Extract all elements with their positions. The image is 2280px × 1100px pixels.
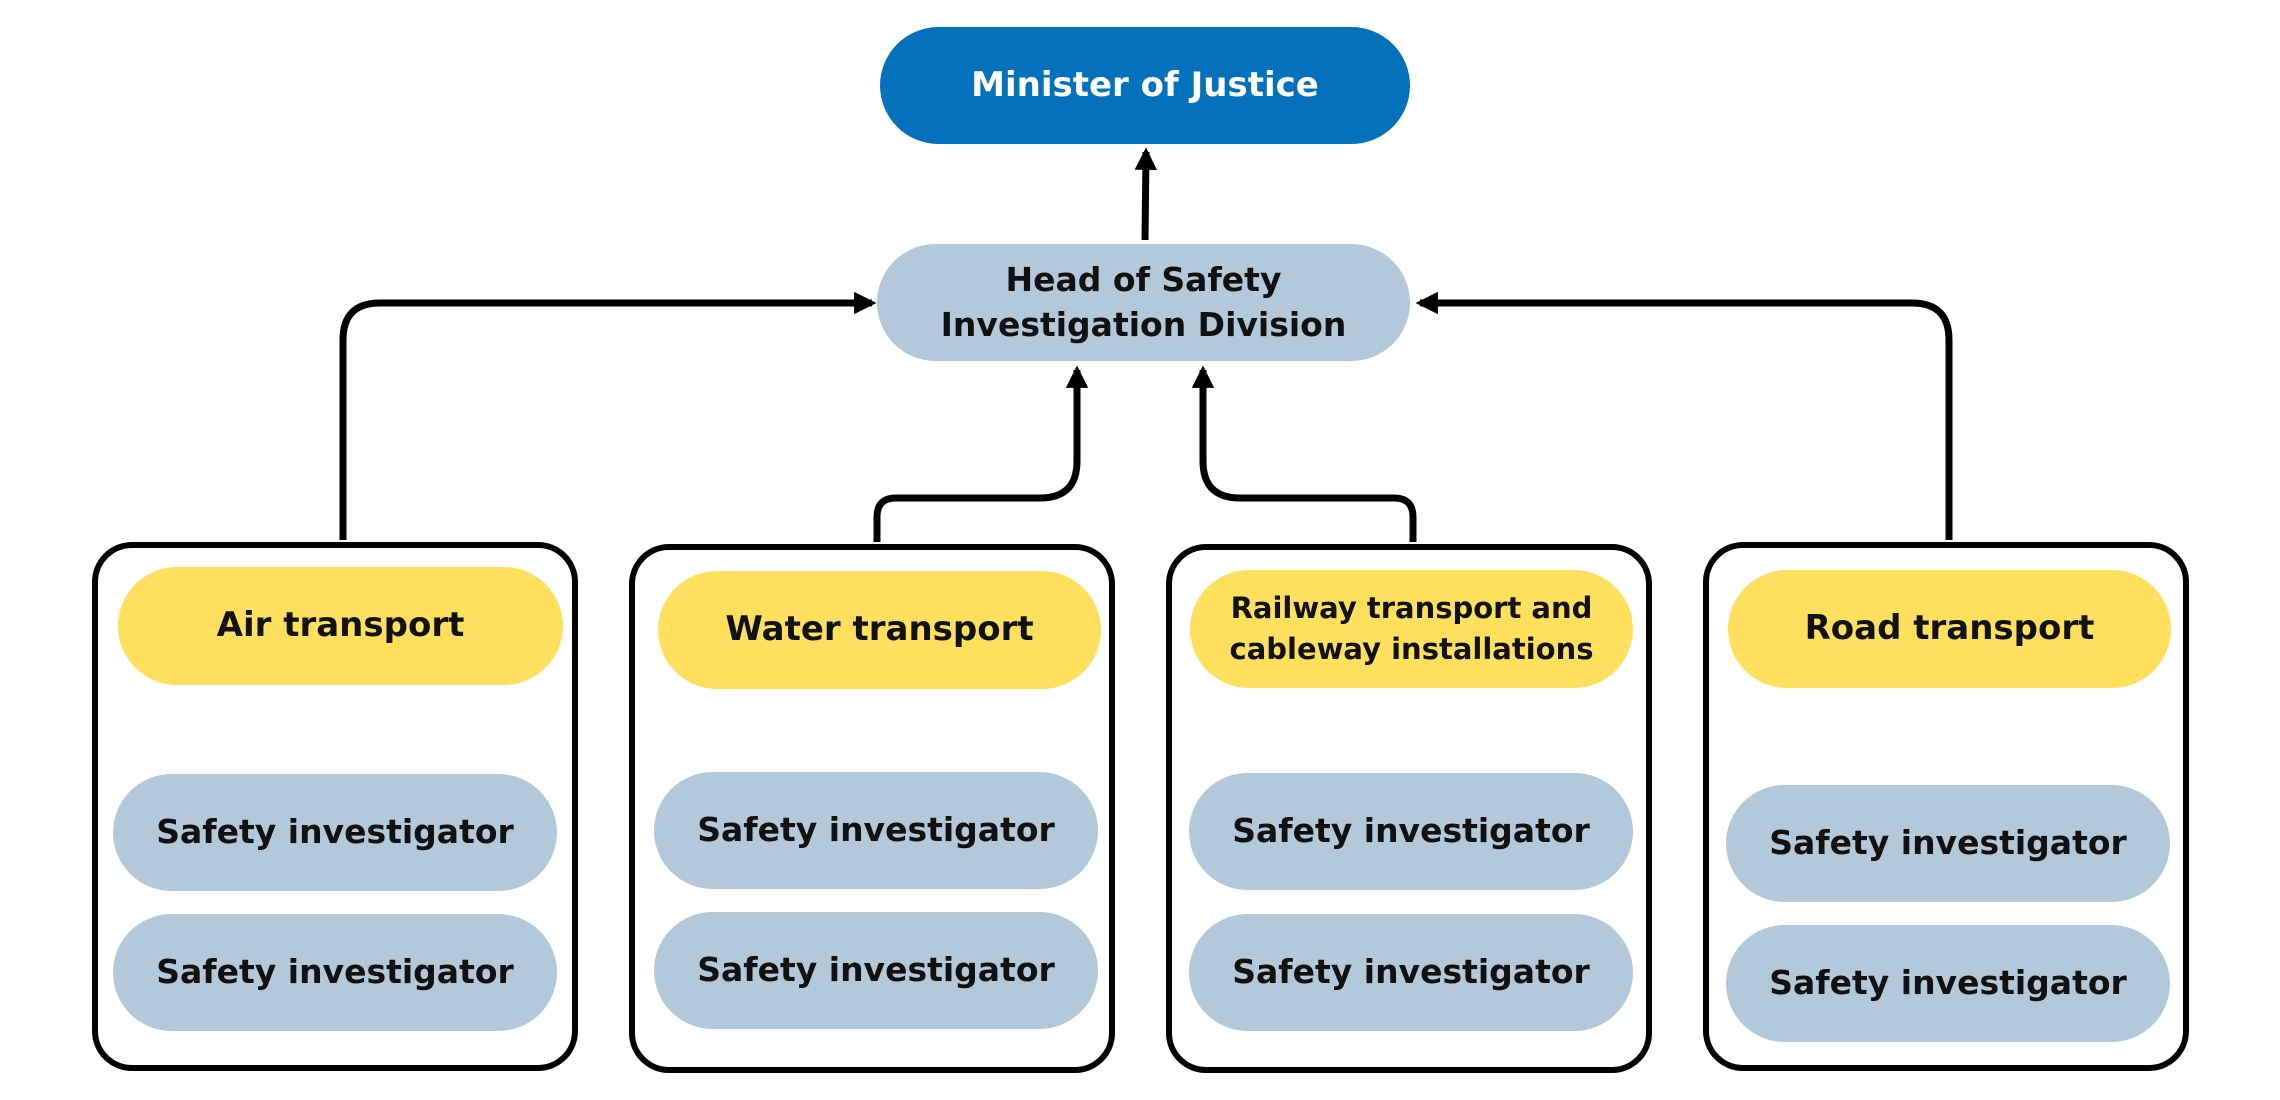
staff-node-road-1: Safety investigator [1726,785,2170,902]
connector-road-to-head [1415,291,1953,540]
staff-label: Safety investigator [156,812,514,852]
staff-node-air-1: Safety investigator [113,774,557,891]
staff-node-water-2: Safety investigator [654,912,1098,1029]
staff-node-air-2: Safety investigator [113,914,557,1031]
staff-label: Safety investigator [1232,811,1590,851]
department-title-road: Road transport [1728,570,2171,688]
department-title-railway: Railway transport and cableway installat… [1190,570,1633,688]
connector-head-to-minister [1134,147,1157,241]
staff-label: Safety investigator [1769,823,2127,863]
node-label: Minister of Justice [971,64,1319,105]
connector-air-to-head [339,291,877,540]
node-head-of-division: Head of Safety Investigation Division [877,244,1410,361]
staff-label: Safety investigator [156,952,514,992]
connector-water-to-head [873,365,1089,542]
staff-node-railway-2: Safety investigator [1189,914,1633,1031]
department-title-label: Railway transport and cableway installat… [1229,591,1594,666]
node-label: Head of Safety Investigation Division [940,259,1347,344]
node-minister-of-justice: Minister of Justice [880,27,1410,144]
staff-node-railway-1: Safety investigator [1189,773,1633,890]
staff-label: Safety investigator [697,950,1055,990]
department-title-label: Water transport [725,609,1034,650]
staff-label: Safety investigator [1769,963,2127,1003]
department-title-label: Road transport [1804,608,2095,649]
department-title-air: Air transport [118,567,563,685]
connector-railway-to-head [1191,365,1417,542]
staff-node-road-2: Safety investigator [1726,925,2170,1042]
department-title-water: Water transport [658,571,1101,689]
staff-label: Safety investigator [1232,952,1590,992]
department-title-label: Air transport [216,605,465,646]
staff-node-water-1: Safety investigator [654,772,1098,889]
staff-label: Safety investigator [697,810,1055,850]
